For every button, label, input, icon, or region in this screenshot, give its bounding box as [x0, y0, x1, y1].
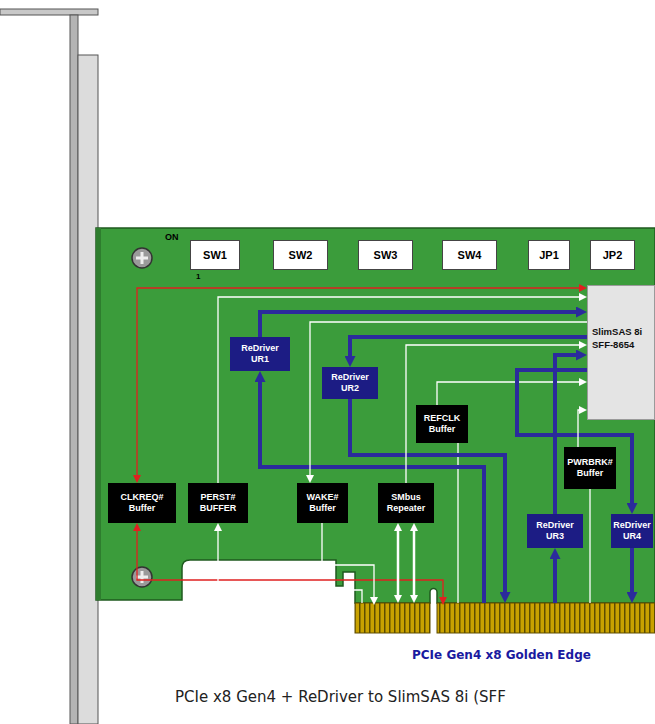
connector-layer	[137, 288, 632, 514]
node-text: SFF-8654	[592, 339, 634, 352]
node-text: ReDriver UR4	[613, 520, 651, 543]
gold-fingers	[355, 603, 655, 633]
node-text: SW2	[289, 249, 313, 261]
screw-hole	[132, 248, 152, 587]
node-text: SW1	[203, 249, 227, 261]
signal-connector	[218, 297, 579, 483]
buffer-chip: PWRBRK# Buffer	[564, 447, 616, 489]
node-text: JP2	[603, 249, 623, 261]
connector-box: SlimSAS 8iSFF-8654	[587, 285, 655, 420]
redriver-chip: ReDriver UR4	[611, 514, 653, 548]
redriver-chip: ReDriver UR3	[527, 514, 583, 548]
node-text: PWRBRK# Buffer	[566, 457, 614, 480]
node-text: JP1	[539, 249, 559, 261]
bracket	[0, 9, 98, 724]
switch-box: SW1	[190, 240, 240, 270]
board-edge	[96, 228, 101, 600]
buffer-chip: WAKE# Buffer	[297, 483, 348, 523]
redriver-chip: ReDriver UR2	[322, 367, 378, 399]
jumper-box: JP1	[528, 240, 570, 270]
signal-connector	[437, 382, 579, 405]
node-text: ReDriver UR3	[529, 520, 581, 543]
buffer-chip: CLKREQ# Buffer	[108, 483, 176, 523]
pcb-board	[96, 228, 655, 603]
node-text: WAKE# Buffer	[299, 492, 346, 515]
node-text: SMbus Repeater	[380, 492, 432, 515]
switch-on-mark: ON	[165, 232, 179, 242]
signal-connector	[578, 410, 579, 447]
signal-connector	[137, 288, 579, 475]
node-text: SlimSAS 8i	[592, 326, 642, 339]
redriver-chip: ReDriver UR1	[230, 337, 290, 371]
edge-label: PCIe Gen4 x8 Golden Edge	[412, 648, 591, 662]
switch-box: SW2	[273, 240, 328, 270]
switch-box: SW3	[358, 240, 413, 270]
signal-wires	[137, 382, 632, 603]
jumper-box: JP2	[590, 240, 635, 270]
switch-box: SW4	[442, 240, 497, 270]
repeater-chip: SMbus Repeater	[378, 483, 434, 523]
signal-connector	[350, 337, 587, 356]
node-text: SW3	[374, 249, 398, 261]
node-text: SW4	[458, 249, 482, 261]
node-text: PERST# BUFFER	[190, 492, 246, 515]
node-text: ReDriver UR2	[324, 372, 376, 395]
node-text: ReDriver UR1	[232, 343, 288, 366]
pin-one-mark: 1	[196, 272, 200, 281]
node-text: CLKREQ# Buffer	[110, 492, 174, 515]
node-text: REFCLK Buffer	[418, 413, 466, 436]
signal-connector	[260, 312, 576, 337]
buffer-chip: REFCLK Buffer	[416, 405, 468, 443]
buffer-chip: PERST# BUFFER	[188, 483, 248, 523]
caption: PCIe x8 Gen4 + ReDriver to SlimSAS 8i (S…	[175, 688, 506, 706]
